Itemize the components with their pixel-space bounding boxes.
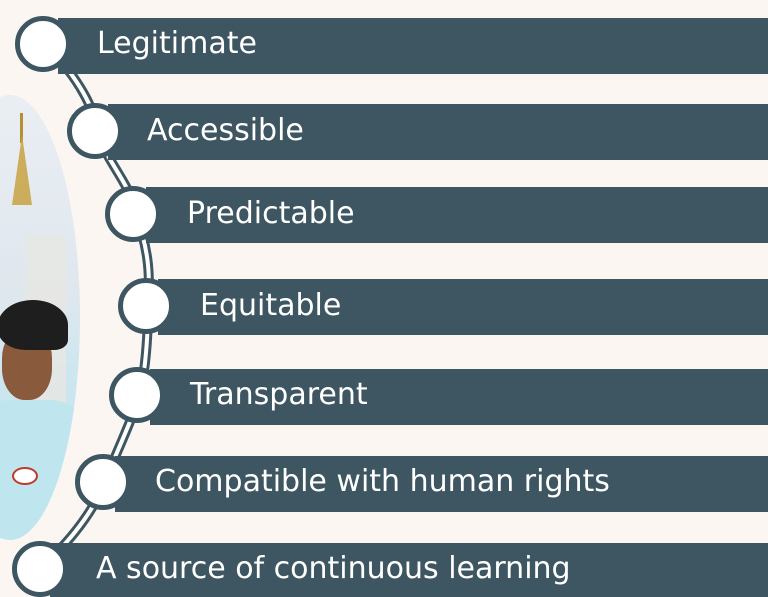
temple-spire-shape [20, 113, 23, 143]
item-label-transparent: Transparent [190, 377, 368, 412]
item-bar-accessible [108, 104, 768, 160]
item-label-human-rights: Compatible with human rights [155, 464, 610, 499]
item-label-accessible: Accessible [147, 113, 304, 148]
hair-shape [0, 300, 68, 350]
item-bar-equitable [158, 279, 768, 335]
item-label-continuous-learning: A source of continuous learning [96, 551, 571, 586]
item-bar-transparent [150, 369, 768, 425]
temple-shape [12, 135, 32, 205]
item-label-equitable: Equitable [200, 288, 342, 323]
item-bar-legitimate [58, 18, 768, 74]
item-circle-continuous-learning [12, 541, 68, 597]
item-bar-human-rights [115, 456, 768, 512]
item-circle-legitimate [15, 16, 71, 72]
item-bar-continuous-learning [50, 543, 768, 597]
item-circle-equitable [118, 278, 174, 334]
item-circle-accessible [67, 103, 123, 159]
item-label-legitimate: Legitimate [97, 26, 257, 61]
item-bar-predictable [146, 187, 768, 243]
person-photo [0, 95, 80, 540]
shirt-logo [12, 467, 38, 485]
shirt-shape [0, 400, 80, 540]
item-circle-predictable [105, 186, 161, 242]
item-circle-human-rights [75, 454, 131, 510]
item-circle-transparent [109, 367, 165, 423]
item-label-predictable: Predictable [187, 196, 355, 231]
